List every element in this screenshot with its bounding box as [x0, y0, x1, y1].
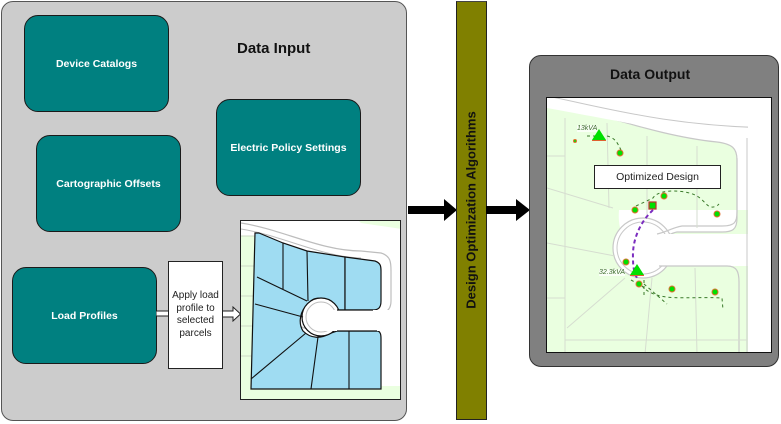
optimized-design-label: Optimized Design	[594, 165, 721, 189]
apply-load-profile-box: Apply load profile to selected parcels	[168, 261, 223, 369]
data-input-title: Data Input	[237, 40, 311, 57]
optimized-design-map	[546, 97, 772, 353]
transformer-label: 32.3kVA	[599, 269, 626, 276]
triangle-icon	[630, 264, 644, 275]
design-map-graphic	[547, 98, 771, 352]
device-catalogs-box[interactable]: Device Catalogs	[24, 15, 169, 112]
transformer-label: 13kVA	[577, 125, 598, 132]
input-parcel-map	[240, 220, 401, 400]
electric-policy-settings-box[interactable]: Electric Policy Settings	[216, 99, 361, 196]
load-profiles-box[interactable]: Load Profiles	[12, 267, 157, 364]
parcel	[344, 256, 382, 311]
triangle-icon	[592, 129, 606, 140]
cartographic-offsets-box[interactable]: Cartographic Offsets	[36, 135, 181, 232]
switch-icon	[648, 201, 657, 210]
right-arrow-icon	[408, 199, 457, 221]
data-output-title: Data Output	[610, 66, 691, 82]
algorithms-label: Design Optimization Algorithms	[463, 111, 479, 309]
right-arrow-icon	[486, 199, 530, 221]
hollow-right-arrow-icon	[222, 306, 242, 322]
parcel-map-graphic	[241, 221, 400, 399]
circle-dot-icon	[573, 139, 721, 296]
connector-line	[156, 310, 170, 317]
